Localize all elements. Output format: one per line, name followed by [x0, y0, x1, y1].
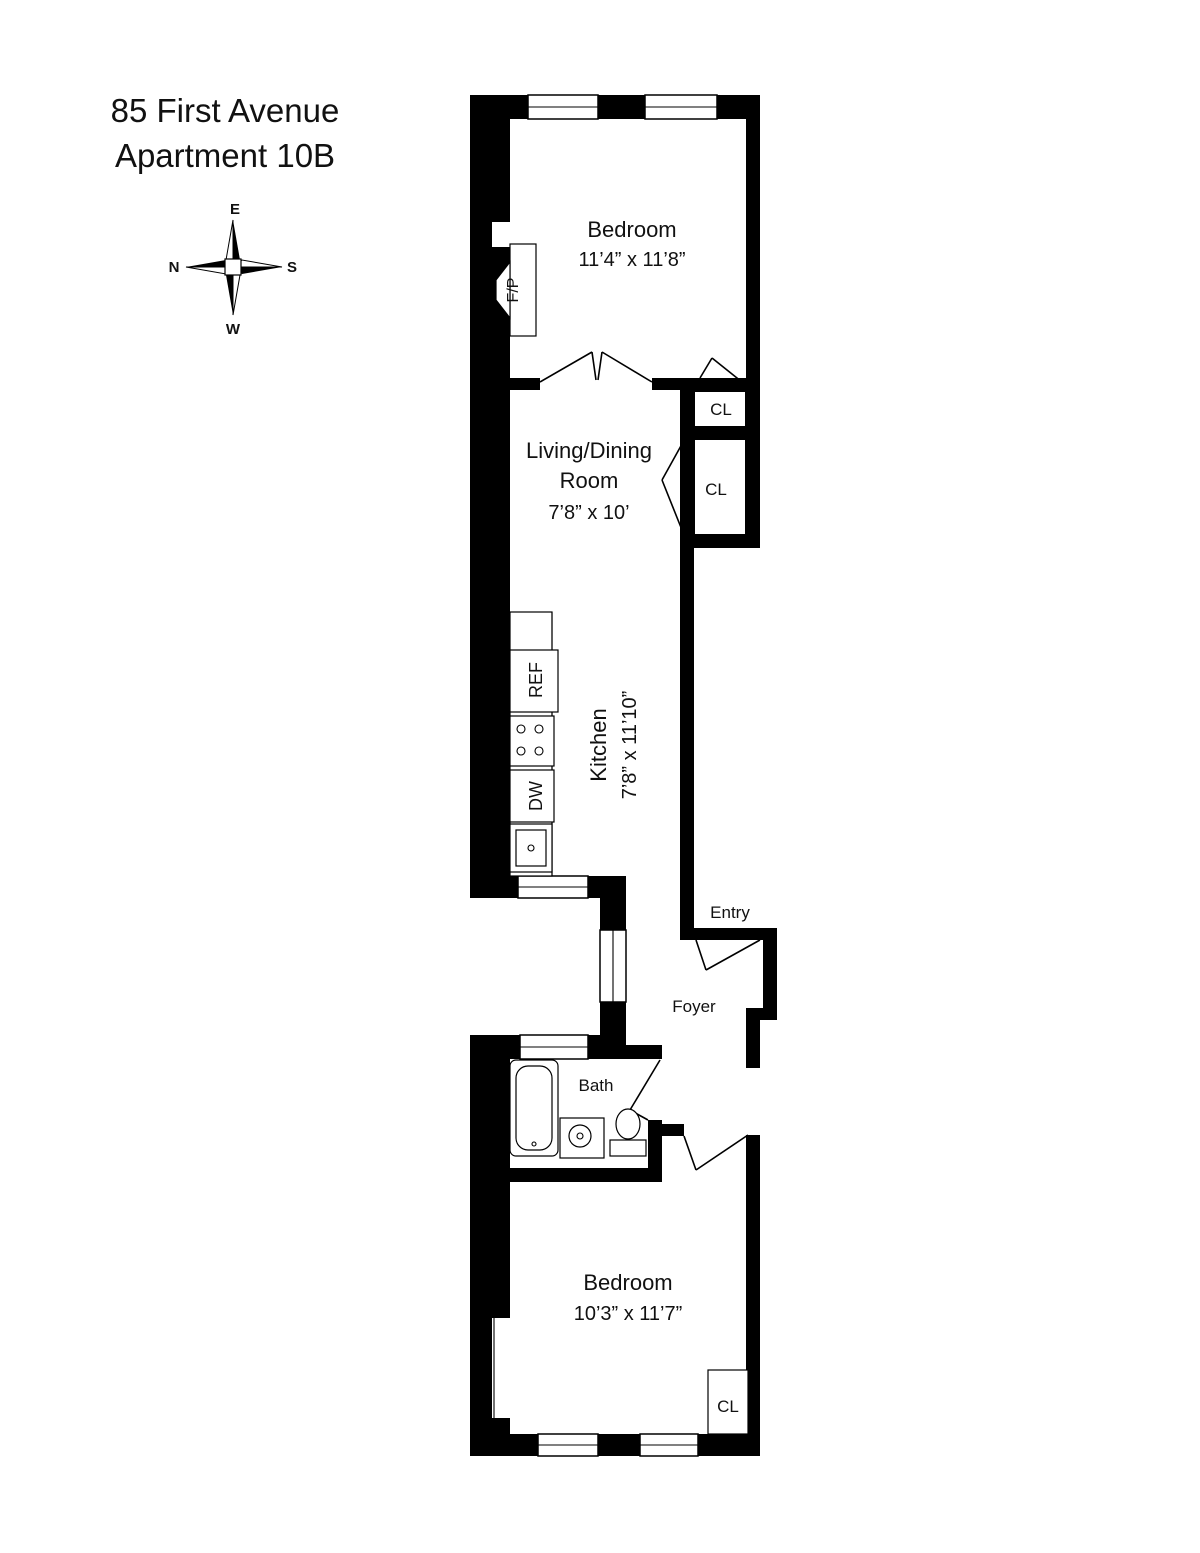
- entry-label: Entry: [710, 903, 750, 922]
- compass-south-label: S: [287, 259, 297, 276]
- fireplace: [495, 243, 537, 337]
- apartment-title: Apartment 10B: [114, 137, 336, 174]
- compass-north-label: N: [169, 259, 180, 276]
- doors: [539, 351, 761, 1171]
- refrigerator-label: REF: [526, 662, 546, 698]
- foyer-label: Foyer: [672, 997, 716, 1016]
- living-name-2: Room: [560, 468, 619, 493]
- bedroom2-name: Bedroom: [583, 1270, 672, 1295]
- bedroom1-name: Bedroom: [587, 217, 676, 242]
- kitchen-name: Kitchen: [586, 708, 611, 781]
- bath-label: Bath: [579, 1076, 614, 1095]
- bedroom2-size: 10’3” x 11’7”: [574, 1303, 683, 1325]
- closet1-label: CL: [710, 400, 732, 419]
- windows: [517, 94, 718, 1457]
- fireplace-label: F/P: [505, 278, 522, 303]
- living-name-1: Living/Dining: [526, 438, 652, 463]
- compass-rose-icon: [185, 219, 283, 316]
- living-size: 7’8” x 10’: [548, 502, 629, 524]
- closet-3: [707, 1369, 749, 1435]
- kitchen-size: 7’8” x 11’10”: [619, 691, 641, 800]
- closet3-label: CL: [717, 1397, 739, 1416]
- dishwasher-label: DW: [526, 781, 546, 811]
- bath-fixtures: [509, 1059, 647, 1159]
- address-title: 85 First Avenue: [110, 92, 340, 129]
- compass-east-label: E: [230, 201, 240, 218]
- closet2-label: CL: [705, 480, 727, 499]
- kitchen-counter: [509, 611, 559, 877]
- compass-west-label: W: [226, 321, 241, 338]
- bedroom1-size: 11’4” x 11’8”: [578, 249, 685, 271]
